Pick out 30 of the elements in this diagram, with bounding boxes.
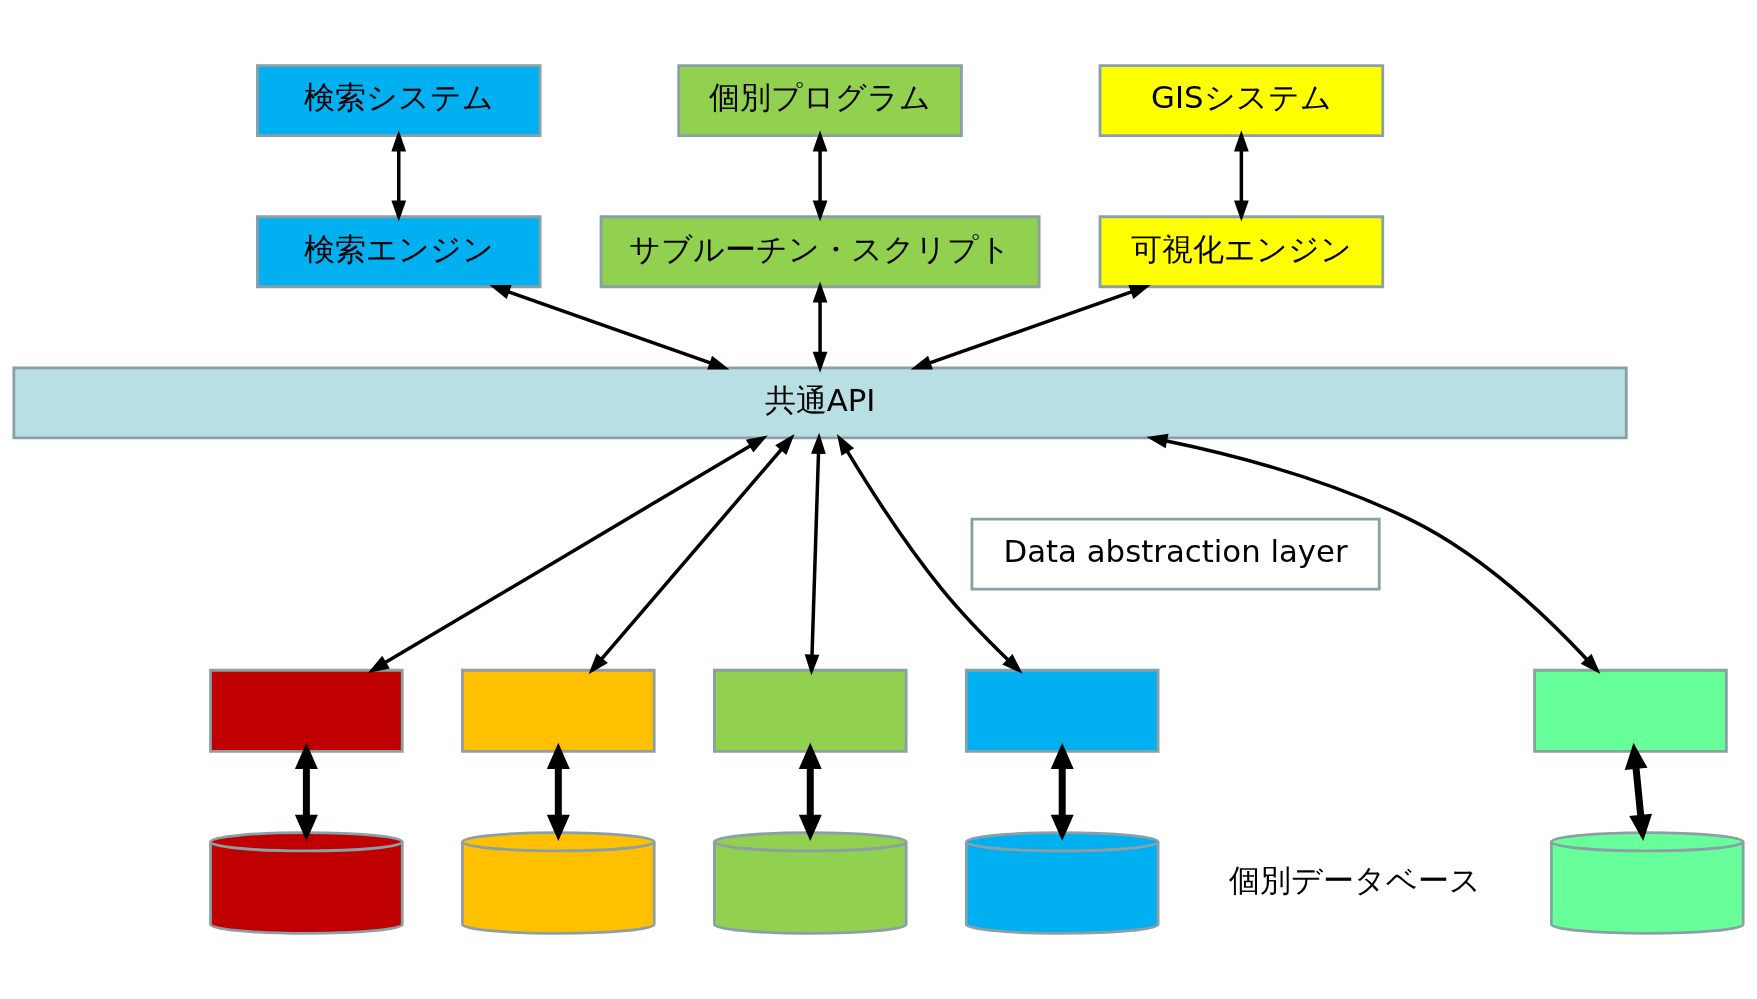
node-box xyxy=(713,668,908,753)
arrow xyxy=(798,742,822,841)
node-box xyxy=(964,668,1160,753)
arrow xyxy=(1146,433,1601,675)
arrow xyxy=(812,281,828,373)
arrow xyxy=(1050,742,1074,841)
arrow xyxy=(836,433,1023,674)
node-box xyxy=(461,668,656,753)
arrow xyxy=(367,435,768,673)
arrow xyxy=(294,742,318,841)
node-box: 共通API xyxy=(12,366,1628,440)
arrow xyxy=(489,285,730,370)
arrow xyxy=(546,742,570,841)
node-box: 検索エンジン xyxy=(256,215,542,289)
node-box: 可視化エンジン xyxy=(1098,215,1385,289)
node-box xyxy=(1533,668,1728,753)
arrow xyxy=(812,130,828,222)
arrow xyxy=(588,434,795,675)
label: 個別データベース xyxy=(1228,861,1481,898)
arrow xyxy=(1624,742,1653,841)
arrow xyxy=(1234,130,1249,222)
node-box: Data abstraction layer xyxy=(970,517,1381,591)
node-box: 検索システム xyxy=(256,64,542,137)
node-box xyxy=(209,668,404,753)
node-box: GISシステム xyxy=(1098,64,1385,137)
arrow xyxy=(910,285,1151,370)
arrow xyxy=(391,130,407,222)
node-box: 個別プログラム xyxy=(677,64,963,137)
arrow xyxy=(804,432,826,676)
node-box: サブルーチン・スクリプト xyxy=(599,215,1041,289)
